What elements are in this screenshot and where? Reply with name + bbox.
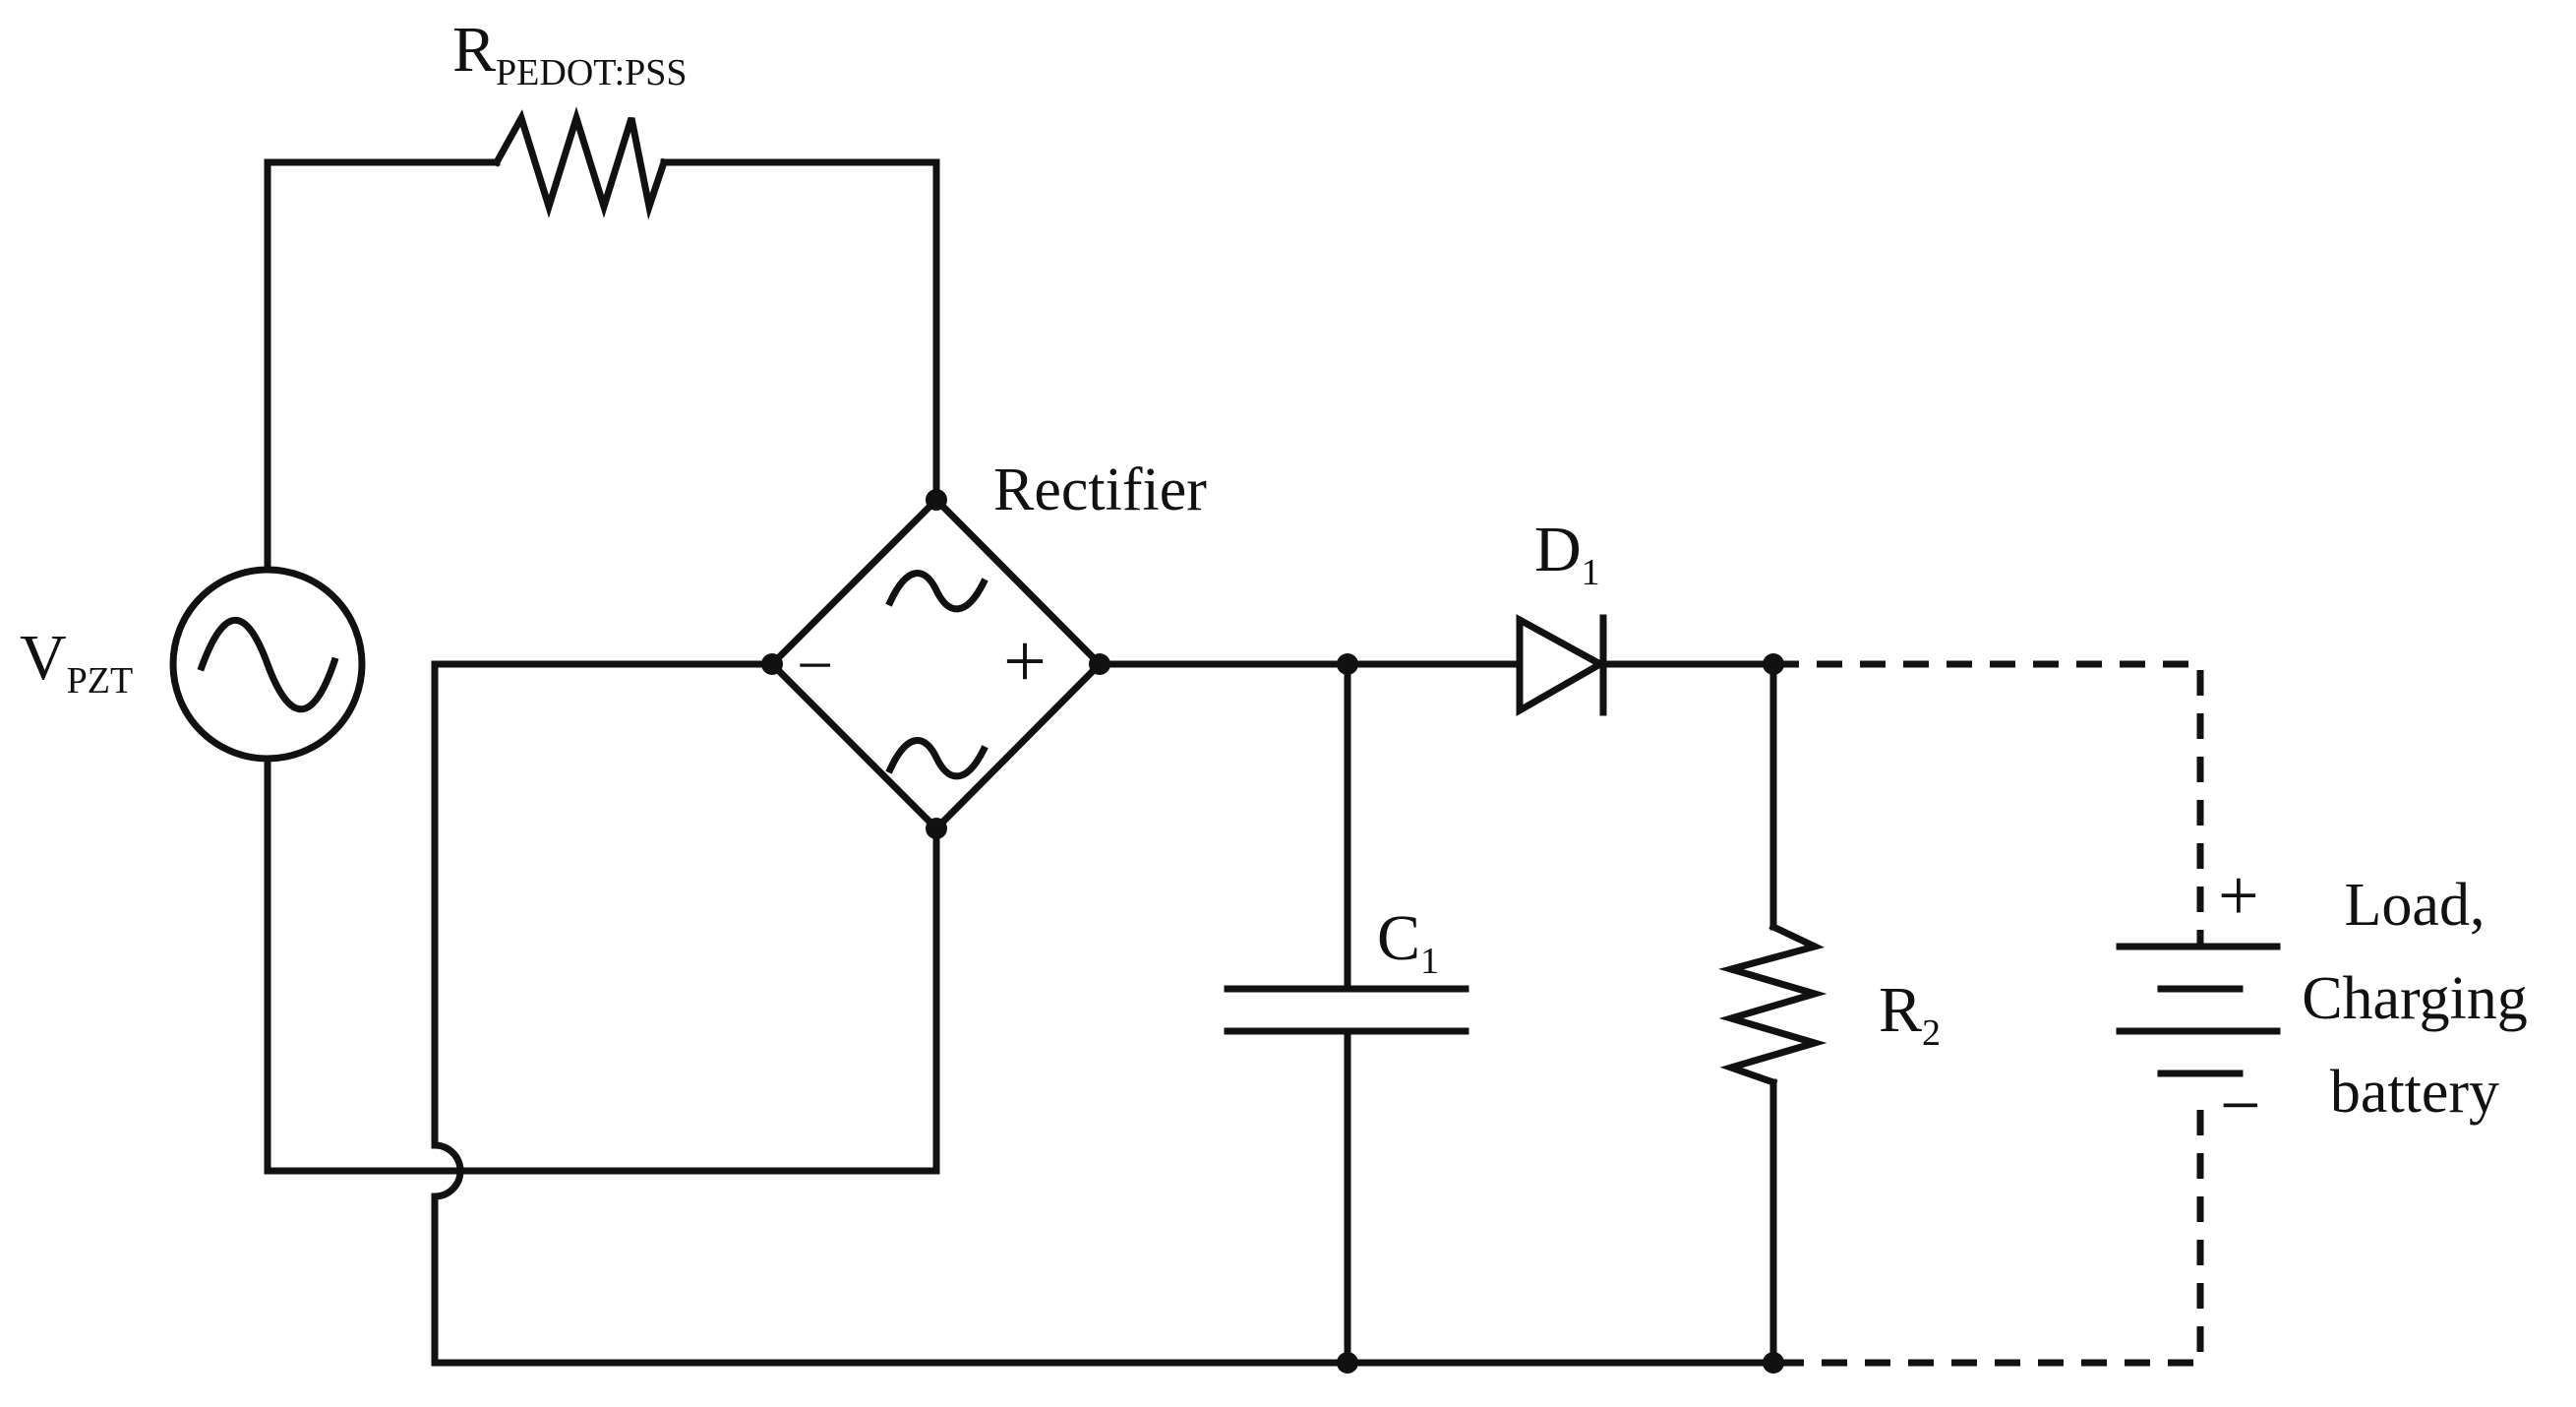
- load-dashed-wire: [1773, 660, 2204, 947]
- wire-source-top: [264, 158, 501, 574]
- node-bridge-bottom: [926, 818, 947, 839]
- node-cap-bottom: [1337, 1352, 1358, 1374]
- label-load-line2: Charging: [2302, 965, 2528, 1032]
- label-c1: C1: [1377, 902, 1439, 982]
- node-r2-bottom: [1763, 1352, 1784, 1374]
- wire-source-bottom: [264, 755, 940, 1175]
- wire-resistor-to-bridge-top: [660, 158, 940, 504]
- resistor-pedot: [492, 106, 669, 220]
- label-vpzt: VPZT: [20, 622, 133, 702]
- node-r2-top: [1763, 653, 1784, 675]
- battery-symbol: [2116, 943, 2281, 1077]
- node-bridge-right: [1089, 653, 1110, 675]
- vpzt-source: [169, 566, 366, 763]
- load-dashed-wire-bottom: [1773, 1110, 2204, 1367]
- battery-plus-sign: +: [2218, 856, 2259, 937]
- resistor-r2: [1718, 660, 1827, 1367]
- label-d1: D1: [1534, 514, 1600, 593]
- bridge-tilde-top: [885, 570, 988, 613]
- label-r-pedot: RPEDOT:PSS: [452, 14, 688, 93]
- label-r2: R2: [1879, 974, 1941, 1054]
- bridge-minus-sign: −: [797, 630, 833, 702]
- node-bridge-top: [926, 489, 947, 511]
- battery-minus-sign: −: [2220, 1066, 2261, 1146]
- node-cap-top: [1337, 653, 1358, 675]
- capacitor-c1: [1224, 660, 1469, 1367]
- label-rectifier: Rectifier: [993, 457, 1207, 523]
- diode-d1: [1516, 614, 1608, 717]
- bridge-tilde-bottom: [885, 737, 988, 780]
- node-bridge-left: [761, 653, 783, 675]
- label-load-line3: battery: [2330, 1059, 2499, 1126]
- wire-bridge-minus-to-ground: [431, 660, 1777, 1367]
- bridge-plus-sign: +: [1003, 618, 1047, 704]
- label-load-line1: Load,: [2345, 872, 2486, 939]
